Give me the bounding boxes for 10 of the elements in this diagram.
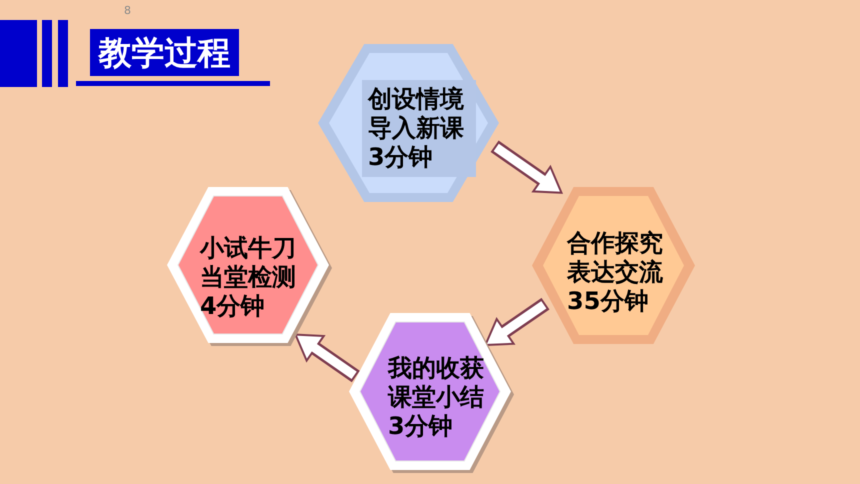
hexagon [167,187,332,346]
title: 教学过程 [90,29,239,76]
hexagon [318,44,502,205]
page-number: 8 [124,4,131,18]
hexagon [349,313,514,473]
step-text: 小试牛刀当堂检测4分钟 [200,234,297,321]
hexagon [532,187,698,347]
step-text: 合作探究表达交流35分钟 [567,229,664,316]
step-text: 创设情境导入新课3分钟 [368,85,465,172]
step-text: 我的收获课堂小结3分钟 [388,354,485,441]
